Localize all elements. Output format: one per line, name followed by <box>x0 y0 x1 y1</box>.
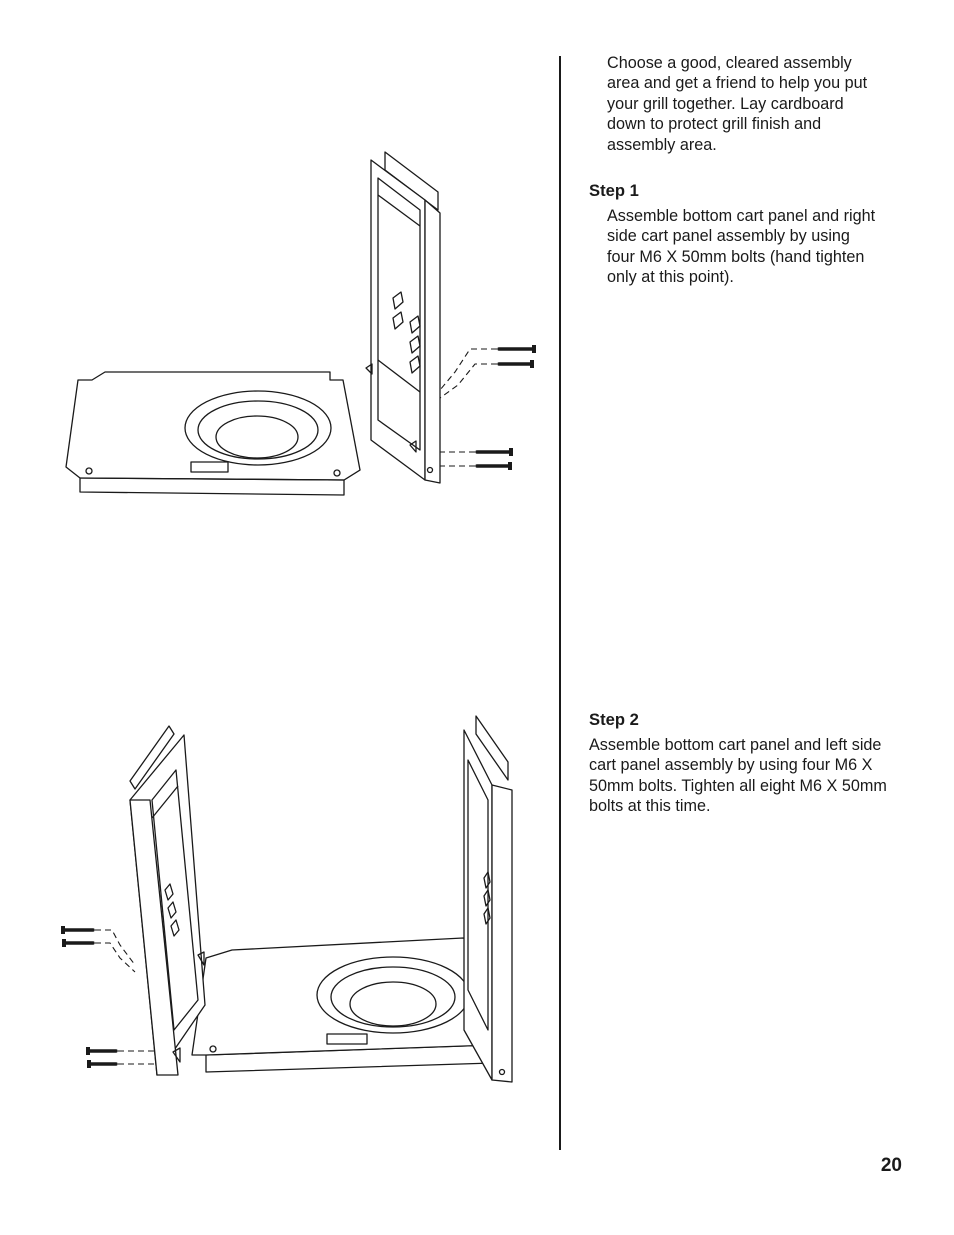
left-side-cart-panel <box>129 725 206 1076</box>
step1-heading: Step 1 <box>589 181 639 200</box>
step2-heading: Step 2 <box>589 710 639 729</box>
step2-instructions: Assemble bottom cart panel and left side… <box>589 736 887 816</box>
right-side-cart-panel <box>365 151 441 484</box>
step1-bolts <box>439 345 536 470</box>
column-divider <box>559 56 561 1150</box>
right-side-cart-panel-installed <box>463 715 513 1083</box>
assembled-bottom-cart-panel <box>191 937 494 1073</box>
bottom-cart-panel <box>65 371 361 496</box>
step1-instructions: Assemble bottom cart panel and right sid… <box>607 207 876 287</box>
page-number: 20 <box>880 1155 902 1176</box>
step2-bolts <box>61 926 155 1068</box>
intro-text: Choose a good, cleared assembly area and… <box>607 54 868 154</box>
